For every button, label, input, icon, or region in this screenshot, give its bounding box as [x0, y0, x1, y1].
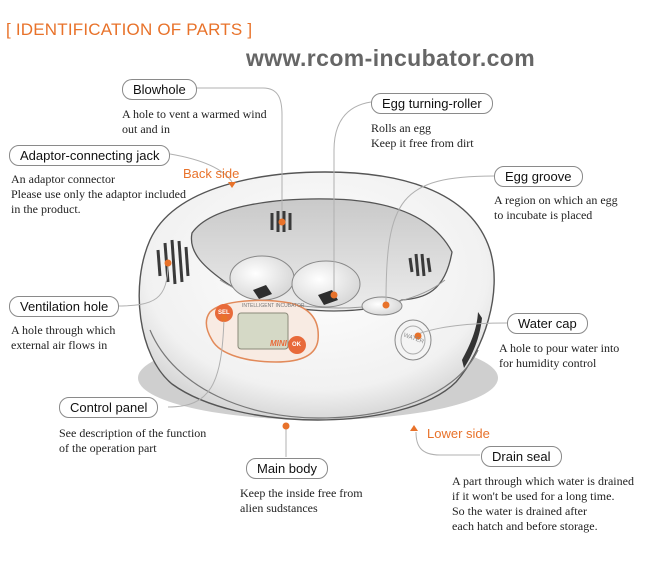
leader-egg-groove — [385, 175, 495, 303]
dot-main-body — [282, 422, 290, 430]
dot-ventilation-hole — [164, 259, 172, 267]
leader-drain-seal — [415, 431, 480, 456]
leader-control-panel — [167, 317, 225, 408]
lower-side-label: Lower side — [427, 426, 490, 441]
leader-water-cap — [417, 322, 508, 335]
label-egg-groove: Egg groove — [494, 166, 583, 187]
leader-adaptor-jack — [169, 153, 233, 183]
dot-blowhole — [278, 218, 286, 226]
water-cap-inner — [400, 325, 426, 355]
lower-side-arrow — [410, 425, 418, 431]
leader-ventilation-hole — [114, 261, 169, 307]
sel-button — [215, 304, 233, 322]
leader-blowhole — [195, 87, 283, 222]
label-water-cap: Water cap — [507, 313, 588, 334]
right-side-port — [462, 312, 482, 368]
back-side-label: Back side — [183, 166, 240, 181]
blowhole-grille — [270, 211, 292, 232]
dot-control-panel — [220, 314, 228, 322]
label-egg-turning-roller: Egg turning-roller — [371, 93, 493, 114]
label-adaptor-jack: Adaptor-connecting jack — [9, 145, 171, 166]
label-blowhole: Blowhole — [122, 79, 197, 100]
label-drain-seal: Drain seal — [481, 446, 562, 467]
ok-button-label: OK — [292, 342, 301, 348]
dot-egg-turning-roller — [330, 291, 338, 299]
egg-middle — [291, 260, 361, 308]
lcd-screen — [237, 312, 289, 350]
label-main-body: Main body — [246, 458, 328, 479]
dot-water-cap — [414, 332, 422, 340]
label-control-panel: Control panel — [59, 397, 159, 418]
sel-button-label: SEL — [218, 310, 230, 316]
website-url: www.rcom-incubator.com — [246, 45, 536, 71]
roller-left — [253, 285, 272, 299]
panel-brand: MINI — [270, 339, 287, 348]
base-rim — [149, 329, 479, 419]
back-side-arrow — [228, 182, 236, 188]
ok-button — [288, 336, 306, 354]
callout-dots — [164, 218, 422, 430]
leader-lines — [114, 87, 508, 458]
egg-right — [361, 296, 403, 316]
panel-heading: INTELLIGENT INCUBATOR — [242, 303, 305, 309]
right-grille — [408, 253, 432, 277]
page-title: [ IDENTIFICATION OF PARTS ] — [6, 20, 253, 39]
dot-egg-groove — [382, 301, 390, 309]
leader-egg-turning-roller — [333, 101, 372, 292]
label-ventilation-hole: Ventilation hole — [9, 296, 120, 317]
